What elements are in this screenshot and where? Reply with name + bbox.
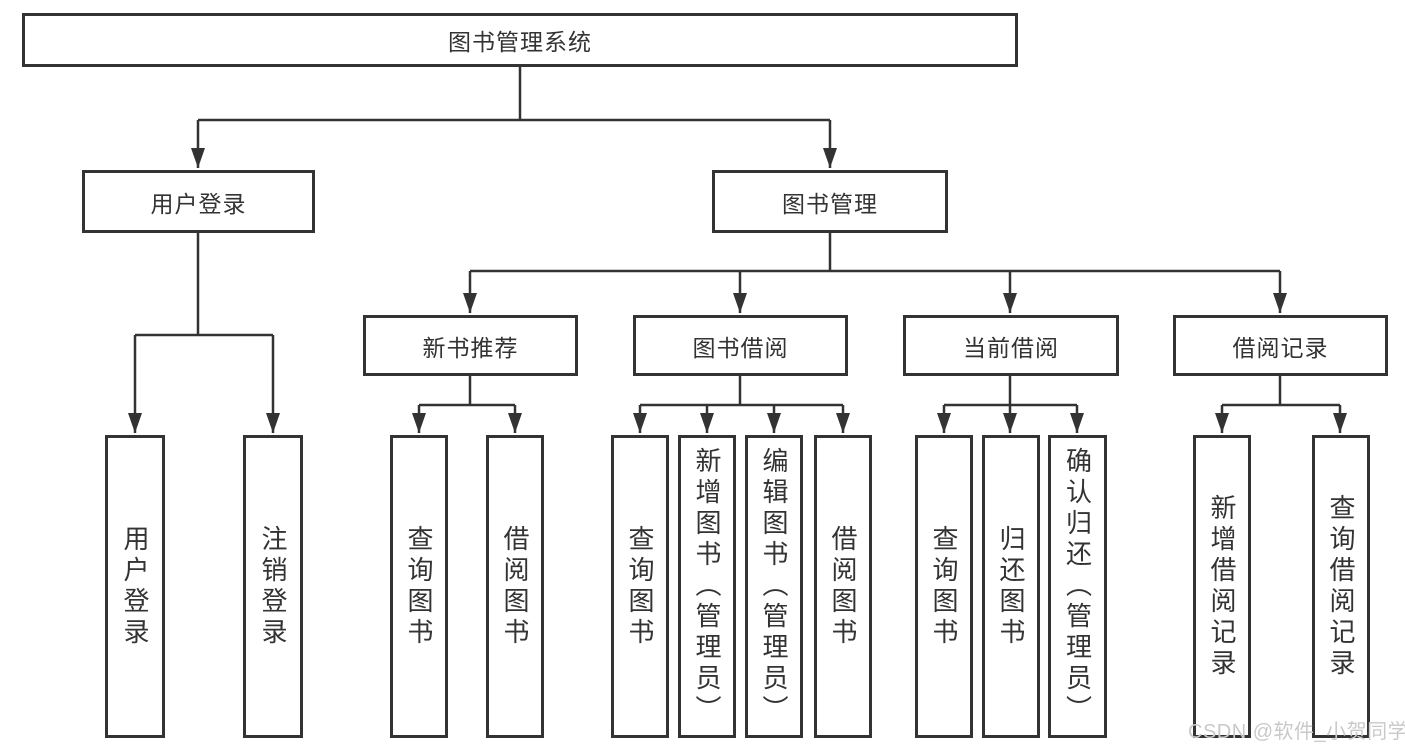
leaf-cb-confirm-return-admin: 确认归还（管理员） xyxy=(1048,435,1107,738)
leaf-bb-add-books-admin: 新增图书（管理员） xyxy=(678,435,736,738)
csdn-watermark: CSDN @软件_小贺同学 xyxy=(1188,721,1405,743)
node-book-borrow: 图书借阅 xyxy=(633,315,848,376)
node-user-login: 用户登录 xyxy=(82,170,315,233)
leaf-cb-query-books: 查询图书 xyxy=(915,435,973,738)
connector-borrow-record-elbow xyxy=(1222,376,1340,407)
connector-new-book-elbow xyxy=(419,376,515,407)
leaf-logout-login: 注销登录 xyxy=(243,435,303,738)
connector-current-borrow-elbow xyxy=(944,376,1077,407)
node-root-system: 图书管理系统 xyxy=(22,13,1018,67)
leaf-bb-query-books: 查询图书 xyxy=(611,435,669,738)
leaf-cb-return-books: 归还图书 xyxy=(982,435,1040,738)
connector-user-login-elbow xyxy=(135,233,273,337)
connector-root-elbow xyxy=(198,67,830,122)
leaf-bb-edit-books-admin: 编辑图书（管理员） xyxy=(745,435,803,738)
connector-book-management-elbow xyxy=(470,233,1280,273)
leaf-br-add-record: 新增借阅记录 xyxy=(1193,435,1251,738)
node-current-borrow: 当前借阅 xyxy=(903,315,1119,376)
leaf-nb-query-books: 查询图书 xyxy=(390,435,448,738)
connector-book-borrow-elbow xyxy=(640,376,843,407)
node-new-book-recommend: 新书推荐 xyxy=(363,315,578,376)
leaf-br-query-record: 查询借阅记录 xyxy=(1312,435,1370,738)
leaf-nb-borrow-books: 借阅图书 xyxy=(486,435,544,738)
leaf-bb-borrow-books: 借阅图书 xyxy=(814,435,872,738)
node-book-management: 图书管理 xyxy=(712,170,948,233)
leaf-user-login: 用户登录 xyxy=(105,435,165,738)
node-borrow-record: 借阅记录 xyxy=(1173,315,1388,376)
